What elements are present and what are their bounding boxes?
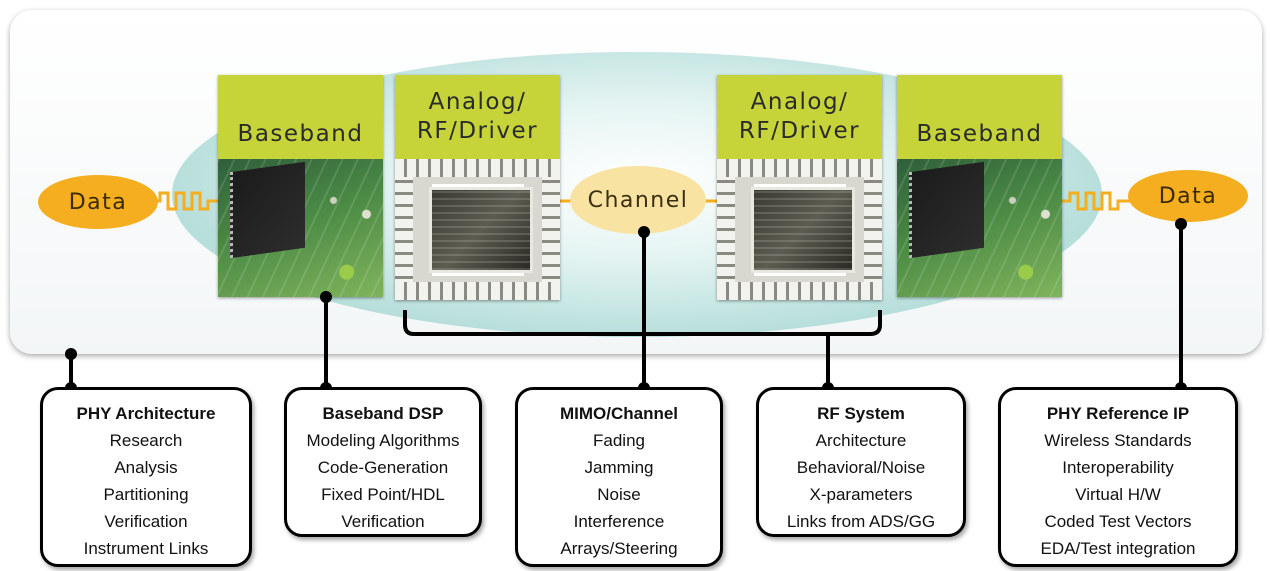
card-item: Code-Generation — [317, 458, 449, 477]
card-item: Analysis — [114, 458, 178, 477]
baseband-right-board-image — [897, 159, 1062, 297]
analog-rf-left-block: Analog/ RF/Driver — [395, 75, 560, 300]
card-item: Noise — [597, 485, 641, 504]
channel-node: Channel — [570, 166, 706, 234]
card-phy-reference-ip: PHY Reference IP Wireless Standards Inte… — [998, 387, 1238, 567]
card-item: Verification — [341, 512, 425, 531]
card-item: Instrument Links — [83, 539, 209, 558]
square-wave-left — [150, 191, 220, 211]
card-title: RF System — [817, 404, 905, 423]
data-left-node: Data — [38, 175, 158, 229]
baseband-right-label: Baseband — [897, 75, 1062, 159]
card-title: Baseband DSP — [322, 404, 444, 423]
card-item: Architecture — [815, 431, 907, 450]
card-item: Virtual H/W — [1075, 485, 1161, 504]
connector-dot-phy-architecture — [65, 348, 77, 360]
baseband-left-label: Baseband — [218, 75, 383, 159]
analog-rf-right-line1: Analog/ — [750, 89, 849, 115]
analog-rf-left-line1: Analog/ — [428, 89, 527, 115]
card-item: Wireless Standards — [1044, 431, 1192, 450]
card-mimo-channel: MIMO/Channel Fading Jamming Noise Interf… — [515, 387, 723, 567]
card-baseband-dsp: Baseband DSP Modeling Algorithms Code-Ge… — [284, 387, 482, 537]
card-rf-system: RF System Architecture Behavioral/Noise … — [756, 387, 966, 537]
card-item: EDA/Test integration — [1040, 539, 1196, 558]
card-item: Coded Test Vectors — [1044, 512, 1192, 531]
analog-rf-right-block: Analog/ RF/Driver — [717, 75, 882, 300]
card-item: Jamming — [584, 458, 654, 477]
card-phy-architecture: PHY Architecture Research Analysis Parti… — [40, 387, 252, 567]
card-item: Verification — [104, 512, 188, 531]
analog-rf-right-line2: RF/Driver — [738, 118, 861, 144]
connector-dot-baseband-dsp — [320, 291, 332, 303]
analog-rf-right-chip-image — [717, 159, 882, 300]
analog-rf-left-chip-image — [395, 159, 560, 300]
card-item: Arrays/Steering — [560, 539, 678, 558]
card-item: Links from ADS/GG — [786, 512, 936, 531]
card-item: Interference — [573, 512, 665, 531]
baseband-left-block: Baseband — [218, 75, 383, 297]
analog-rf-left-line2: RF/Driver — [416, 118, 539, 144]
card-item: Research — [109, 431, 183, 450]
card-title: PHY Reference IP — [1046, 404, 1190, 423]
analog-rf-left-label: Analog/ RF/Driver — [395, 75, 560, 159]
card-item: X-parameters — [809, 485, 913, 504]
baseband-left-board-image — [218, 159, 383, 297]
card-item: Fading — [593, 431, 645, 450]
card-title: PHY Architecture — [76, 404, 216, 423]
square-wave-right — [1060, 191, 1130, 211]
card-item: Partitioning — [103, 485, 189, 504]
card-item: Interoperability — [1062, 458, 1174, 477]
connector-dot-phy-reference-ip — [1175, 218, 1187, 230]
rf-system-bracket — [403, 310, 882, 336]
card-title: MIMO/Channel — [559, 404, 679, 423]
rf-die-image — [751, 187, 855, 273]
card-item: Behavioral/Noise — [796, 458, 926, 477]
baseband-right-block: Baseband — [897, 75, 1062, 297]
analog-rf-right-label: Analog/ RF/Driver — [717, 75, 882, 159]
card-item: Fixed Point/HDL — [321, 485, 445, 504]
connector-dot-mimo-channel — [638, 226, 650, 238]
data-right-node: Data — [1128, 170, 1248, 222]
card-item: Modeling Algorithms — [306, 431, 460, 450]
rf-die-image — [429, 187, 533, 273]
